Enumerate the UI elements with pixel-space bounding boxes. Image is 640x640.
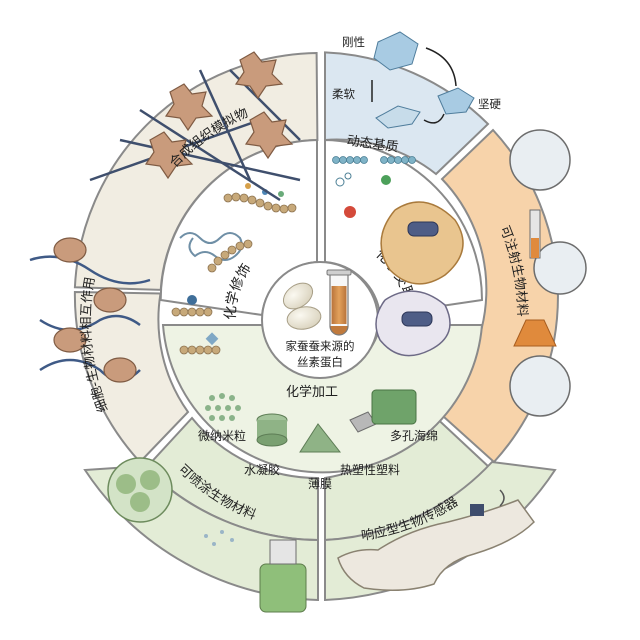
cocoon-right — [286, 306, 322, 330]
label-hard: 坚硬 — [478, 97, 501, 111]
process-products — [205, 389, 417, 453]
label-dynamic-matrix: 动态基质 — [346, 133, 400, 155]
label-micro-nano: 微纳米粒 — [198, 428, 246, 443]
test-tube — [326, 269, 352, 336]
center-label-line1: 家蚕蚕来源的 — [286, 339, 355, 353]
biosensor-illustration — [337, 489, 535, 591]
cell-interaction-illustration — [29, 237, 151, 383]
tissue-cells — [144, 51, 294, 180]
injectable-illustration — [509, 129, 587, 417]
label-film: 薄膜 — [308, 476, 332, 491]
center-label-line2: 丝素蛋白 — [297, 355, 343, 369]
label-chem-process: 化学加工 — [286, 384, 338, 400]
sprayable-illustration — [107, 457, 307, 613]
dynamic-matrix-illustration — [371, 31, 475, 129]
cocoon-left — [282, 282, 314, 310]
label-thermoplastic: 热塑性塑料 — [340, 462, 400, 477]
label-porous-sponge: 多孔海绵 — [390, 428, 438, 443]
crosslink-illustrations — [332, 156, 464, 357]
label-hydrogel: 水凝胶 — [244, 462, 280, 477]
label-rigid: 刚性 — [342, 35, 365, 49]
label-soft: 柔软 — [332, 87, 355, 101]
